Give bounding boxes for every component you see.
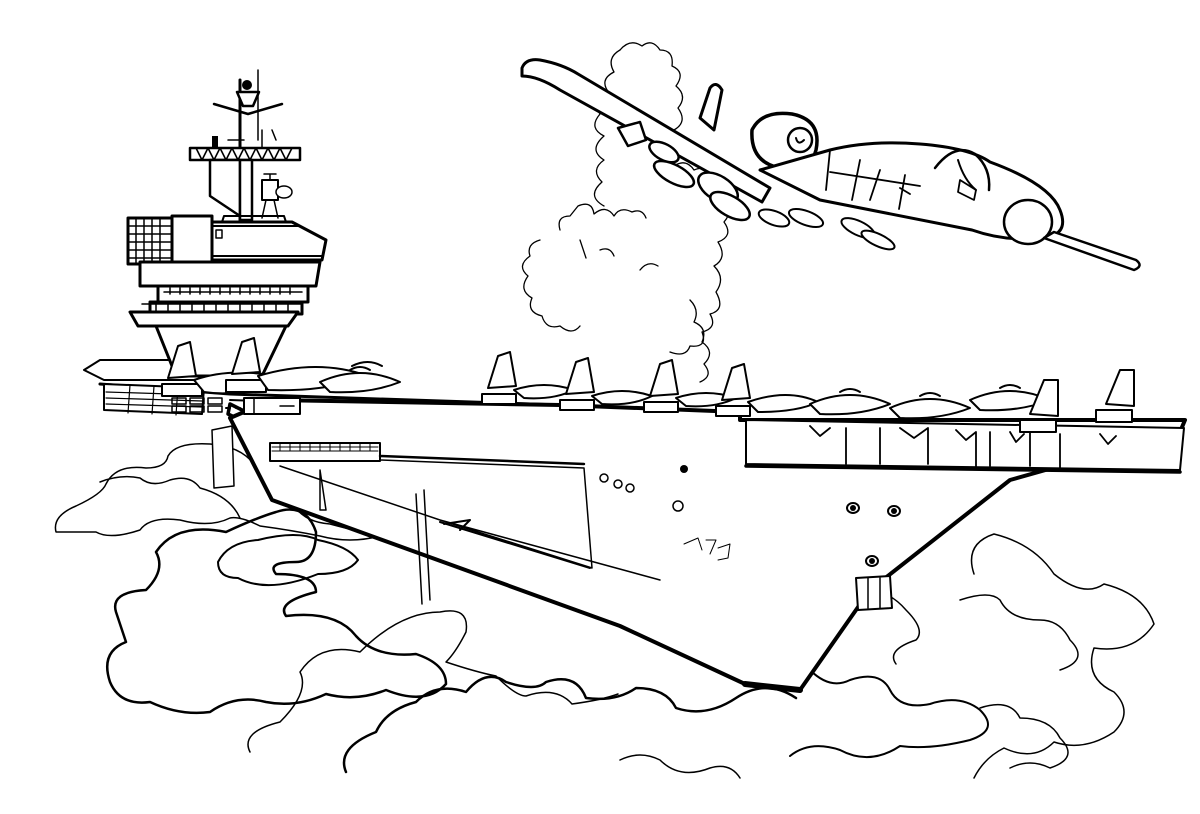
parked-jet xyxy=(319,366,401,394)
carrier-island-superstructure xyxy=(126,69,328,378)
parked-jets xyxy=(161,337,1135,433)
attack-jet-with-bombs xyxy=(520,58,1141,272)
parked-jet xyxy=(809,388,891,416)
parked-jet xyxy=(1019,379,1059,433)
smoke-cloud xyxy=(521,42,730,383)
parked-jet xyxy=(559,357,653,411)
parked-jet xyxy=(889,392,971,420)
parked-jet xyxy=(715,363,819,417)
parked-jet xyxy=(969,384,1051,412)
aircraft-carrier xyxy=(83,359,1187,693)
parked-jet xyxy=(481,351,575,405)
sea-waves xyxy=(54,443,1155,779)
parked-jet xyxy=(1095,369,1135,423)
parked-jet xyxy=(643,359,737,413)
